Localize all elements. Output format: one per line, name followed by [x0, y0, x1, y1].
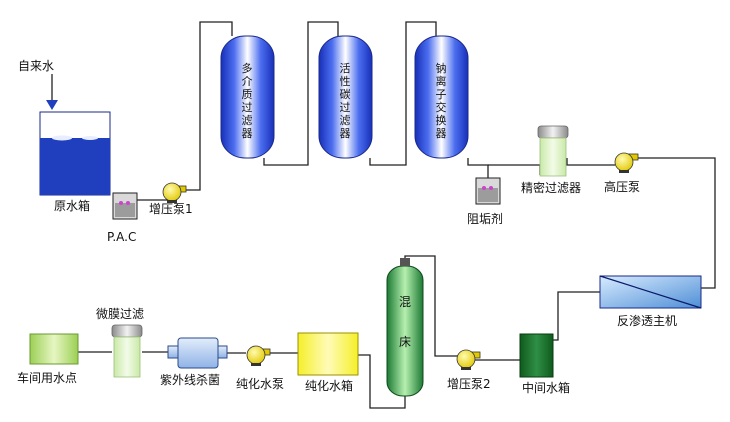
inflow-arrow-icon	[46, 100, 58, 110]
workshop-tank-body	[29, 333, 79, 365]
micro-filter-label: 微膜过滤	[96, 307, 144, 321]
vessel-char: 多	[242, 61, 253, 75]
pure-tank-label: 纯化水箱	[305, 378, 353, 393]
uv-end-cap	[217, 345, 228, 359]
workshop-water-point: 车间用水点	[17, 333, 79, 385]
uv-end-cap	[167, 345, 179, 359]
uv-body	[177, 337, 219, 369]
vessel-char: 过	[340, 101, 351, 114]
dosing-drop	[489, 186, 493, 190]
vessel-body	[414, 35, 469, 159]
booster-pump-2: 增压泵2	[447, 349, 491, 391]
vessel-body	[220, 35, 275, 159]
booster-pump-1-label: 增压泵1	[149, 202, 193, 216]
vessel-char: 器	[242, 127, 253, 140]
booster-pump-2-label: 增压泵2	[447, 377, 491, 391]
vessel-char: 介	[242, 75, 253, 88]
pac-dosing-tank: P.A.C	[107, 192, 138, 244]
centrifugal-pump-icon	[614, 152, 639, 173]
precision-filter: 精密过滤器	[521, 125, 581, 195]
filter-housing	[539, 137, 567, 177]
intermediate-water-tank: 中间水箱	[519, 333, 570, 395]
dosing-liquid	[478, 188, 498, 202]
sodium-ion-exchanger: 钠 离 子 交 换 器	[414, 35, 469, 159]
pure-tank-body	[297, 332, 359, 376]
dosing-drop	[126, 201, 130, 205]
vessel-char: 交	[436, 100, 447, 114]
dosing-drop	[482, 186, 486, 190]
ro-main-unit: 反渗透主机	[599, 275, 702, 328]
vessel-char: 碳	[340, 87, 351, 101]
uv-sterilizer-label: 紫外线杀菌	[160, 372, 220, 387]
dosing-drop	[119, 201, 123, 205]
vessel-char: 质	[242, 88, 253, 101]
multimedia-filter: 多 介 质 过 滤 器	[220, 35, 275, 159]
intermediate-tank-label: 中间水箱	[522, 380, 570, 395]
micro-membrane-filter: 微膜过滤	[96, 307, 144, 378]
source-water-label: 自来水	[18, 59, 54, 73]
precision-filter-label: 精密过滤器	[521, 180, 581, 195]
workshop-point-label: 车间用水点	[17, 370, 77, 385]
centrifugal-pump-icon	[246, 345, 271, 366]
activated-carbon-filter: 活 性 碳 过 滤 器	[318, 35, 373, 159]
scale-inhibitor-label: 阻垢剂	[467, 211, 503, 226]
intermediate-tank-body	[519, 333, 554, 378]
dosing-liquid	[115, 203, 135, 217]
vessel-char: 子	[436, 88, 447, 101]
mixed-bed-char: 混	[399, 295, 411, 309]
mixed-bed-char: 床	[399, 335, 411, 349]
filter-housing	[113, 336, 141, 378]
raw-tank-water	[40, 138, 110, 195]
pure-water-pump: 纯化水泵	[236, 345, 284, 391]
mixed-bed-top-fitting	[400, 258, 410, 266]
vessel-char: 钠	[436, 61, 447, 75]
source-water: 自来水	[18, 59, 58, 110]
vessel-char: 滤	[242, 114, 253, 127]
centrifugal-pump-icon	[456, 349, 481, 370]
booster-pump-1: 增压泵1	[149, 182, 193, 216]
vessel-char: 过	[242, 101, 253, 114]
vessel-char: 滤	[340, 114, 351, 127]
raw-water-tank: 原水箱	[39, 111, 111, 213]
vessel-char: 器	[436, 127, 447, 140]
vessel-body	[318, 35, 373, 159]
pure-water-tank: 纯化水箱	[297, 332, 359, 393]
water-ripple	[82, 136, 98, 140]
high-pressure-pump: 高压泵	[604, 152, 640, 194]
ro-membrane-line	[599, 275, 702, 309]
scale-inhibitor-tank: 阻垢剂	[467, 177, 503, 226]
filter-cap	[537, 125, 569, 139]
pure-pump-label: 纯化水泵	[236, 377, 284, 391]
filter-cap	[111, 324, 143, 338]
uv-sterilizer: 紫外线杀菌	[160, 337, 228, 387]
pac-label: P.A.C	[107, 230, 136, 244]
vessel-char: 换	[436, 113, 447, 127]
raw-tank-label: 原水箱	[54, 198, 90, 213]
mixed-bed: 混 床	[386, 258, 424, 397]
ro-unit-label: 反渗透主机	[617, 313, 677, 328]
vessel-char: 性	[340, 74, 351, 88]
centrifugal-pump-icon	[162, 182, 187, 203]
mixed-bed-body	[386, 265, 424, 397]
vessel-char: 离	[436, 74, 447, 88]
vessel-char: 器	[340, 127, 351, 140]
high-pressure-pump-label: 高压泵	[604, 179, 640, 194]
vessel-char: 活	[340, 62, 351, 75]
pipe-network	[78, 21, 716, 409]
water-ripple	[52, 135, 72, 141]
